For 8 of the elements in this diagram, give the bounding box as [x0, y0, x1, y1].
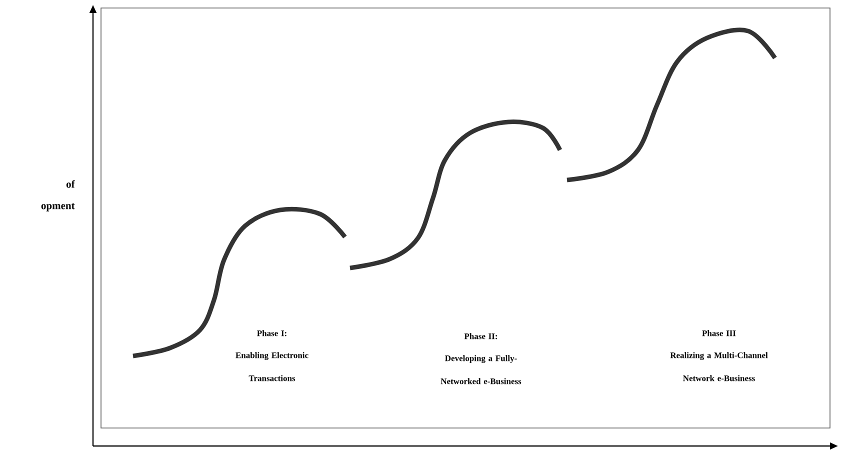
phase-description: Developing a Fully-Networked e-Business	[440, 355, 522, 384]
phase-heading: Phase II:	[464, 333, 497, 340]
phase-heading: Phase I:	[257, 330, 286, 336]
axis-label: of	[66, 180, 75, 188]
phase-description: Realizing a Multi-Channel Network e-Business	[670, 352, 768, 382]
axis-label: opment	[41, 203, 75, 212]
phase-description: Enabling Electronic Transactions	[236, 352, 308, 382]
phase-heading: Phase III	[702, 330, 736, 336]
